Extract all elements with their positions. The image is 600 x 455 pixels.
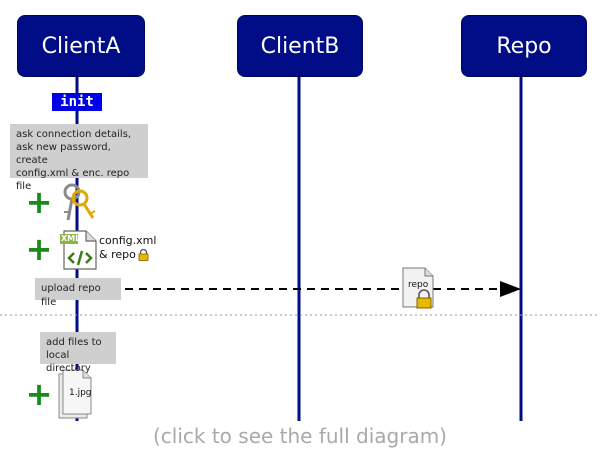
full-diagram-link[interactable]: (click to see the full diagram) xyxy=(152,424,447,448)
note-upload-repo-file: upload repo file xyxy=(35,278,121,308)
config-label-line: config.xml xyxy=(99,234,157,247)
note-connection-details: ask connection details, ask new password… xyxy=(10,124,148,192)
note-line: ask connection details, xyxy=(16,129,132,140)
note-line: ask new password, create xyxy=(16,142,111,166)
lock-icon xyxy=(138,249,149,261)
config-repo-text: & repo xyxy=(99,248,136,261)
note-line: local directory xyxy=(46,350,91,374)
actor-repo: Repo xyxy=(461,15,587,77)
config-xml-label: config.xml & repo xyxy=(99,234,156,262)
actor-clientb-label: ClientB xyxy=(260,33,340,59)
actor-clienta-label: ClientA xyxy=(41,33,121,59)
init-badge: init xyxy=(52,93,102,111)
repo-document-icon xyxy=(402,267,434,308)
actor-clienta: ClientA xyxy=(17,15,145,77)
note-line: config.xml & enc. repo file xyxy=(16,168,130,192)
plus-icon: + xyxy=(25,375,53,413)
actor-clientb: ClientB xyxy=(237,15,363,77)
config-label-line: & repo xyxy=(99,248,156,262)
repo-document-label: repo xyxy=(408,280,429,290)
plus-icon: + xyxy=(25,230,53,268)
jpg-document-icon xyxy=(58,369,92,419)
xml-document-icon xyxy=(60,230,97,270)
note-add-files: add files to local directory xyxy=(40,332,116,374)
actor-repo-label: Repo xyxy=(496,33,552,59)
note-line: add files to xyxy=(46,337,102,348)
jpg-document-label: 1.jpg xyxy=(69,388,92,398)
lock-icon xyxy=(416,289,432,309)
arrow-head-icon xyxy=(500,281,521,297)
plus-icon: + xyxy=(25,183,53,221)
key-icon xyxy=(63,183,96,221)
xml-tag-label: XML xyxy=(61,234,81,243)
